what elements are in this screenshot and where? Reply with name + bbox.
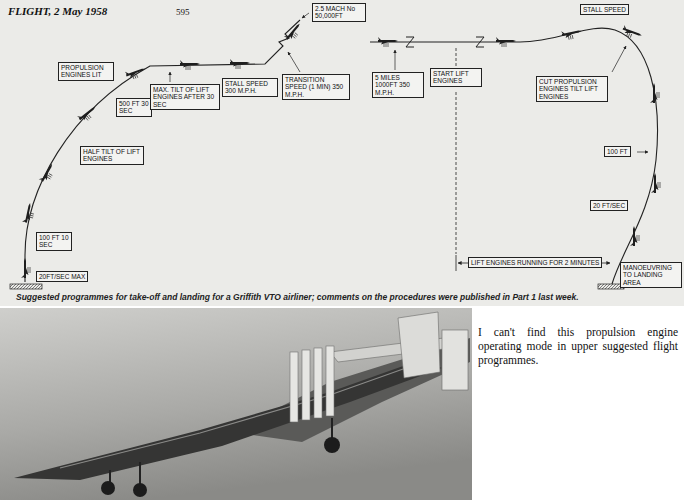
leader-arrow <box>288 52 300 72</box>
label-box: MAX. TILT OF LIFT ENGINES AFTER 30 SEC <box>150 84 220 110</box>
aircraft-symbol <box>180 60 200 70</box>
aircraft-symbol <box>378 37 398 47</box>
box-text: PROPULSION ENGINES LIT <box>61 64 111 79</box>
box-text: CUT PROPULSION ENGINES TILT LIFT ENGINES <box>539 78 605 100</box>
takeoff-pad <box>10 284 42 289</box>
box-text: LIFT ENGINES RUNNING FOR 2 MINUTES <box>471 259 599 266</box>
label-box: PROPULSION ENGINES LIT <box>58 62 114 81</box>
break-mark <box>406 37 414 47</box>
label-box: 100 FT <box>604 146 631 157</box>
leader-arrow <box>395 50 396 70</box>
figure-caption: Suggested programmes for take-off and la… <box>16 292 676 302</box>
aircraft-symbol <box>650 83 660 103</box>
leader-arrow <box>302 13 309 18</box>
break-mark <box>476 37 484 47</box>
label-box: STALL SPEED <box>580 4 629 15</box>
box-text: STALL SPEED 300 M.P.H. <box>225 80 275 95</box>
fuselage <box>14 360 442 480</box>
lift-engine-pod <box>302 350 310 420</box>
aircraft-symbol <box>496 37 516 47</box>
box-text: 100 FT <box>607 148 628 155</box>
page-number: 595 <box>176 7 190 17</box>
box-text: START LIFT ENGINES <box>433 70 479 85</box>
label-box: 5 MILES 1000FT 350 M.P.H. <box>372 72 424 98</box>
box-text: 5 MILES 1000FT 350 M.P.H. <box>375 74 421 96</box>
aircraft-symbol <box>230 59 250 69</box>
label-box: 20FT/SEC MAX <box>36 271 88 282</box>
label-box: TRANSITION SPEED (1 MIN) 350 M.P.H. <box>282 74 350 100</box>
annotation-note: I can't find this propulsion engine oper… <box>478 326 678 367</box>
box-text: 20 FT/SEC <box>593 202 625 209</box>
label-box: 500 FT 30 SEC <box>116 98 152 117</box>
label-box: HALF TILT OF LIFT ENGINES <box>80 146 144 165</box>
aircraft-symbol <box>22 202 36 224</box>
box-text: TRANSITION SPEED (1 MIN) 350 M.P.H. <box>285 76 347 98</box>
label-box: STALL SPEED 300 M.P.H. <box>222 78 278 97</box>
label-box: 100 FT 10 SEC <box>36 232 72 251</box>
aircraft-symbol <box>651 173 661 193</box>
aircraft-symbol <box>21 258 31 278</box>
photo-ground <box>0 308 472 500</box>
tail-fin <box>398 312 440 378</box>
tip-fin <box>442 330 468 390</box>
box-text: 20FT/SEC MAX <box>39 273 85 280</box>
landing-trajectory <box>370 28 657 284</box>
leader-arrow <box>637 152 648 153</box>
lift-engine-pod <box>326 346 334 416</box>
aircraft-symbol <box>39 162 58 184</box>
lift-engine-pod <box>314 348 322 418</box>
aircraft-symbol <box>621 25 643 41</box>
box-text: MANOEUVRING TO LANDING AREA <box>623 264 679 286</box>
landing-gear <box>110 418 332 484</box>
bracket-tick <box>456 255 457 271</box>
dashed-line <box>456 46 457 66</box>
lift-engine-pod <box>290 352 298 422</box>
label-box: 20 FT/SEC <box>590 200 628 211</box>
label-box: 2.5 MACH No 50,000FT <box>312 3 366 22</box>
box-text: STALL SPEED <box>583 6 626 13</box>
leader-arrow <box>612 46 626 72</box>
paper-ground <box>0 0 684 306</box>
aircraft-symbol <box>77 104 99 124</box>
dashed-line <box>456 92 457 254</box>
box-text: HALF TILT OF LIFT ENGINES <box>83 148 141 163</box>
aircraft-symbol <box>561 27 583 41</box>
wheel <box>324 437 340 453</box>
page-header: FLIGHT, 2 May 1958 <box>8 5 107 17</box>
box-text: MAX. TILT OF LIFT ENGINES AFTER 30 SEC <box>153 86 217 108</box>
wheel <box>133 483 147 497</box>
box-text: 500 FT 30 SEC <box>119 100 149 115</box>
aircraft-symbol <box>630 226 640 246</box>
fuselage-highlight <box>60 363 420 468</box>
box-text: 100 FT 10 SEC <box>39 234 69 249</box>
label-box: MANOEUVRING TO LANDING AREA <box>620 262 682 288</box>
leader-arrow <box>170 72 171 82</box>
box-text: 2.5 MACH No 50,000FT <box>315 5 363 20</box>
label-box: CUT PROPULSION ENGINES TILT LIFT ENGINES <box>536 76 608 102</box>
label-box: START LIFT ENGINES <box>430 68 482 87</box>
aircraft-symbol <box>284 21 305 43</box>
takeoff-trajectory <box>25 20 300 282</box>
aircraft-symbol <box>125 65 147 81</box>
label-box: LIFT ENGINES RUNNING FOR 2 MINUTES <box>468 257 602 268</box>
wheel <box>101 481 115 495</box>
